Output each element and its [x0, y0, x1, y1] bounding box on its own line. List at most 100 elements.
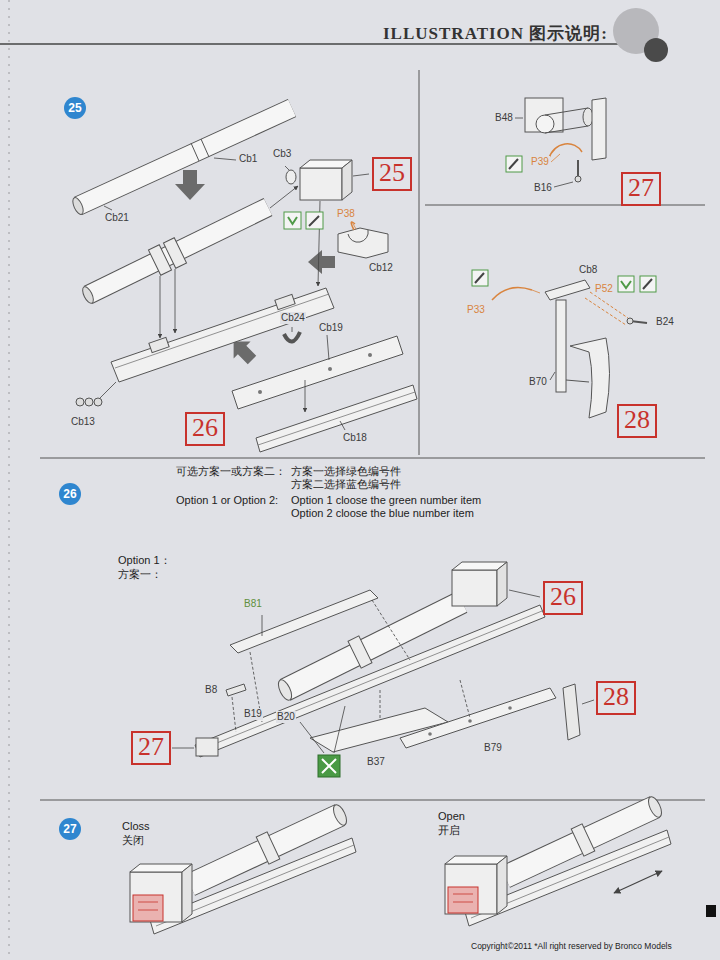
barrel-assembly	[352, 222, 356, 229]
note-text: Closs	[121, 820, 151, 833]
shield-detail	[627, 318, 633, 324]
barrel-assembly	[80, 160, 388, 338]
barrel-assembly	[342, 160, 352, 200]
gun-assembly	[300, 722, 324, 753]
part-label: Copyright©2011 *All right reserved by Br…	[470, 941, 673, 951]
part-label: P33	[466, 304, 486, 316]
step-number: 25	[64, 97, 86, 119]
shield-detail	[570, 338, 610, 418]
barrel-parts	[201, 139, 209, 157]
page-frame	[40, 800, 705, 801]
part-label: B16	[533, 182, 553, 194]
note-text: 方案一选择绿色编号件 方案二选择蓝色编号件	[290, 465, 410, 491]
barrel-assembly	[300, 168, 342, 200]
closed-open-views	[614, 871, 662, 893]
shield-detail	[556, 300, 566, 392]
barrel-parts	[191, 143, 199, 161]
shield-detail	[566, 380, 589, 382]
part-label: B20	[276, 711, 296, 723]
barrel-assembly	[338, 228, 388, 258]
part-label: B70	[528, 376, 548, 388]
callout-box: 26	[185, 412, 225, 446]
step-number: 26	[59, 483, 81, 505]
barrel-parts	[78, 108, 292, 206]
barrel-assembly	[270, 186, 298, 208]
page-frame	[425, 205, 705, 206]
closed-open-views	[130, 795, 671, 934]
callout-box: 28	[617, 404, 657, 438]
note-text: 可选方案一或方案二：	[175, 465, 287, 478]
page-heading: ILLUSTRATION 图示说明:	[383, 22, 608, 45]
cradle-tray	[275, 294, 295, 309]
gun-assembly	[380, 690, 381, 718]
gun-assembly	[232, 697, 236, 732]
callout-number: 25	[379, 159, 405, 187]
page-frame	[644, 38, 668, 62]
part-label: Cb8	[578, 264, 598, 276]
cradle-tray	[284, 332, 300, 342]
cradle-tray	[76, 398, 84, 406]
barrel-parts	[214, 158, 236, 160]
shield-detail	[532, 290, 540, 293]
shield-detail	[472, 270, 656, 418]
gun-assembly	[226, 684, 246, 696]
part-label: Cb24	[280, 312, 306, 324]
gun-assembly	[195, 605, 545, 757]
gun-assembly	[509, 590, 540, 597]
barrel-assembly	[88, 207, 268, 295]
cradle-tray	[305, 380, 306, 412]
instruction-icon	[284, 212, 301, 229]
barrel-assembly	[88, 207, 268, 295]
barrel-assembly	[175, 269, 176, 333]
gun-assembly	[172, 562, 594, 777]
cradle-tray	[76, 288, 417, 452]
cradle-tray	[115, 294, 329, 368]
gun-assembly	[508, 706, 512, 710]
gun-assembly	[172, 748, 194, 749]
shield-detail	[550, 372, 555, 380]
callout-number: 26	[63, 483, 76, 505]
note-text: Open	[437, 810, 466, 823]
part-label: Cb3	[272, 148, 292, 160]
gun-assembly	[563, 684, 580, 740]
shield-detail	[472, 270, 488, 286]
gun-assembly	[230, 590, 378, 653]
gun-assembly	[428, 732, 432, 736]
assembly-arrow	[175, 170, 205, 200]
part-label: P38	[336, 208, 356, 220]
breech-detail	[577, 160, 579, 176]
breech-detail	[548, 144, 582, 160]
callout-box: 26	[543, 581, 583, 615]
gun-assembly	[497, 562, 507, 606]
gun-assembly	[262, 615, 263, 636]
cradle-tray	[258, 390, 262, 394]
breech-detail	[554, 182, 573, 187]
barrel-assembly	[80, 285, 95, 305]
shield-detail	[475, 273, 484, 283]
gun-assembly	[196, 738, 218, 756]
gun-assembly	[348, 636, 372, 668]
gun-assembly	[400, 688, 556, 748]
barrel-assembly	[351, 222, 355, 230]
page-frame	[9, 0, 10, 960]
breech-detail	[525, 98, 563, 132]
cradle-tray	[328, 367, 332, 371]
page-frame	[706, 905, 716, 917]
part-label: B24	[655, 316, 675, 328]
barrel-parts	[78, 108, 292, 206]
shield-detail	[545, 280, 590, 300]
shield-detail	[492, 288, 532, 300]
part-label: B37	[366, 756, 386, 768]
breech-detail	[592, 98, 606, 160]
breech-detail	[545, 108, 588, 115]
gun-assembly	[276, 678, 295, 702]
callout-number: 27	[138, 733, 164, 761]
gun-assembly	[468, 719, 472, 723]
page-frame	[419, 70, 420, 455]
part-label: B81	[243, 598, 263, 610]
page-frame	[40, 458, 705, 459]
callout-number: 28	[603, 683, 629, 711]
callout-box: 25	[372, 157, 412, 191]
gun-assembly	[372, 600, 410, 660]
